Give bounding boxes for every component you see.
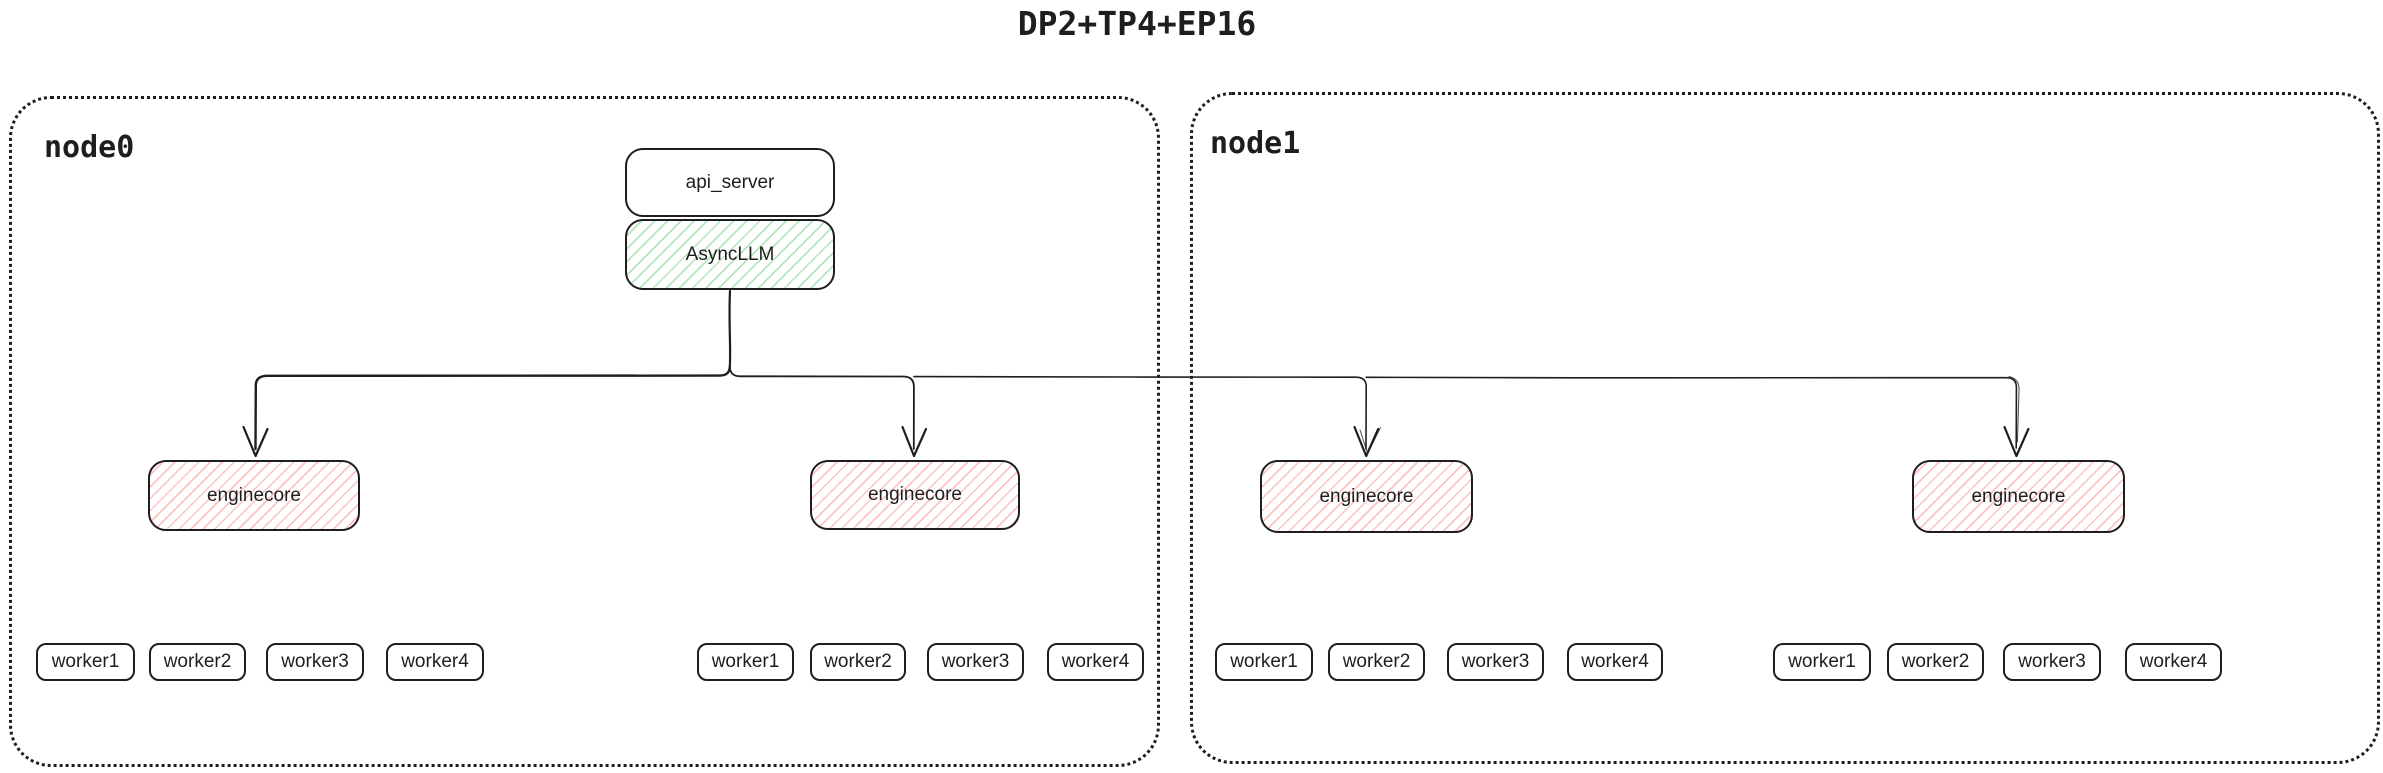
node1-group2-worker1: worker1 bbox=[1773, 643, 1871, 681]
node0-group2-worker4: worker4 bbox=[1047, 643, 1144, 681]
node0-group2-worker3: worker3 bbox=[927, 643, 1024, 681]
node1-group1-worker1: worker1 bbox=[1215, 643, 1313, 681]
node0-group1-worker1: worker1 bbox=[36, 643, 135, 681]
api-server-label: api_server bbox=[685, 171, 775, 193]
node1-group2-worker2: worker2 bbox=[1887, 643, 1984, 681]
diagram-title: DP2+TP4+EP16 bbox=[1017, 4, 1257, 43]
asyncllm-box: AsyncLLM bbox=[625, 219, 835, 290]
node0-group1-worker3: worker3 bbox=[266, 643, 364, 681]
node1-enginecore-2-box: enginecore bbox=[1912, 460, 2125, 533]
node1-group2-worker3: worker3 bbox=[2003, 643, 2101, 681]
enginecore-label: enginecore bbox=[867, 484, 963, 505]
node1-group2-worker4: worker4 bbox=[2125, 643, 2222, 681]
node0-group1-worker2: worker2 bbox=[149, 643, 246, 681]
node1-group1-worker2: worker2 bbox=[1328, 643, 1425, 681]
node1-label: node1 bbox=[1210, 126, 1301, 161]
node0-label: node0 bbox=[44, 130, 135, 165]
asyncllm-label: AsyncLLM bbox=[685, 243, 775, 265]
enginecore-label: enginecore bbox=[206, 484, 302, 506]
enginecore-label: enginecore bbox=[1971, 485, 2066, 507]
node1-enginecore-1-box: enginecore bbox=[1260, 460, 1473, 533]
node0-group2-worker2: worker2 bbox=[810, 643, 906, 681]
node1-group1-worker3: worker3 bbox=[1447, 643, 1544, 681]
api-server-box: api_server bbox=[625, 148, 835, 217]
node1-group1-worker4: worker4 bbox=[1567, 643, 1663, 681]
node0-group1-worker4: worker4 bbox=[386, 643, 484, 681]
node0-group2-worker1: worker1 bbox=[697, 643, 794, 681]
enginecore-label: enginecore bbox=[1319, 485, 1414, 507]
node0-enginecore-2-box: enginecore bbox=[810, 460, 1020, 530]
node0-enginecore-1-box: enginecore bbox=[148, 460, 360, 531]
